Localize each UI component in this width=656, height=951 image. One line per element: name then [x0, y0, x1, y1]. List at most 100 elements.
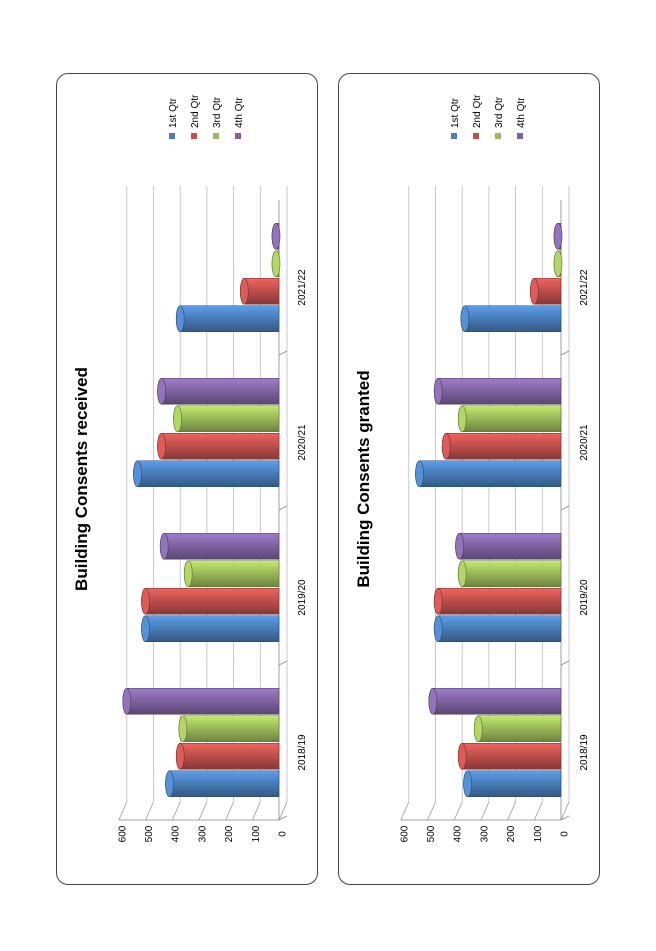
- bar-cap: [175, 305, 185, 333]
- bar-cap: [457, 560, 467, 588]
- grid-floor-line: [453, 801, 463, 821]
- bar-body: [433, 587, 562, 615]
- legend-label: 1st Qtr: [168, 97, 179, 128]
- bar-body: [141, 587, 280, 615]
- legend-label: 4th Qtr: [234, 97, 245, 128]
- bar-body: [457, 405, 562, 433]
- bar-cap: [141, 587, 150, 615]
- grid-floor-line: [225, 801, 234, 821]
- grid-floor-line: [560, 801, 570, 821]
- bar-body: [433, 377, 562, 405]
- grid-floor-line: [400, 801, 410, 821]
- legend-swatch: [235, 133, 241, 139]
- category-tick-label: 2020/21: [297, 424, 308, 461]
- legend-label: 3rd Qtr: [212, 96, 223, 128]
- value-tick-label: 200: [224, 825, 235, 842]
- chart-title: Building Consents received: [72, 367, 91, 591]
- category-tick: [278, 350, 288, 356]
- bar-body: [175, 742, 280, 770]
- category-tick-label: 2019/20: [579, 579, 590, 616]
- grid-floor-line: [145, 801, 154, 821]
- bar-cap: [133, 460, 142, 488]
- grid-floor-line: [480, 801, 490, 821]
- bar-cap: [457, 742, 467, 770]
- category-tick-label: 2018/19: [297, 734, 308, 771]
- category-tick: [560, 350, 570, 356]
- category-tick: [560, 815, 570, 821]
- chart-title: Building Consents granted: [354, 370, 373, 587]
- category-tick: [278, 815, 288, 821]
- value-tick-label: 500: [144, 825, 155, 842]
- category-tick: [560, 660, 570, 666]
- value-tick-label: 400: [171, 825, 182, 842]
- bar-cap: [173, 405, 182, 433]
- value-tick-label: 400: [453, 825, 464, 842]
- value-tick-label: 0: [278, 831, 289, 837]
- bar-body: [441, 432, 562, 460]
- bar-cap: [183, 560, 193, 588]
- legend-swatch: [191, 133, 197, 139]
- grid-floor-line: [427, 801, 436, 821]
- bar-cap: [457, 405, 467, 433]
- value-tick-label: 600: [117, 825, 128, 842]
- bar-body: [457, 560, 562, 588]
- chart-panel-received: Building Consents received 0 100 200 300 400…: [56, 73, 318, 885]
- bar-body: [157, 432, 280, 460]
- bar-cap: [460, 305, 470, 333]
- legend-label: 4th Qtr: [516, 97, 527, 128]
- bar-cap: [433, 615, 443, 643]
- grid-floor-line: [118, 801, 128, 821]
- legend-label: 2nd Qtr: [472, 94, 483, 128]
- bar-body: [122, 687, 280, 715]
- bar-body: [473, 715, 562, 743]
- value-tick-label: 300: [197, 825, 208, 842]
- legend-label: 3rd Qtr: [494, 96, 505, 128]
- bar-body: [133, 460, 280, 488]
- legend-swatch: [213, 133, 219, 139]
- legend-swatch: [517, 133, 523, 139]
- grid-floor-line: [251, 801, 261, 821]
- bar-body: [415, 460, 562, 488]
- bar-cap: [271, 222, 281, 250]
- category-tick-label: 2020/21: [579, 424, 590, 461]
- bar-cap: [165, 770, 174, 798]
- bar-cap: [433, 377, 443, 405]
- bar-body: [175, 305, 280, 333]
- bar-body: [165, 770, 280, 798]
- bar-cap: [553, 250, 563, 278]
- legend-swatch: [473, 133, 479, 139]
- value-tick-label: 100: [251, 825, 262, 842]
- grid-floor-line: [533, 801, 543, 821]
- legend-label: 1st Qtr: [450, 97, 461, 128]
- value-tick-label: 600: [399, 825, 410, 842]
- grid-floor-line: [278, 801, 288, 821]
- category-tick-label: 2021/22: [579, 269, 590, 306]
- bar-cap: [553, 222, 563, 250]
- bar-body: [178, 715, 280, 743]
- bar-cap: [178, 715, 188, 743]
- bar-body: [141, 615, 280, 643]
- bar-cap: [271, 250, 281, 278]
- bar-cap: [530, 277, 539, 305]
- value-tick-label: 300: [479, 825, 490, 842]
- chart-granted: Building Consents granted 01002003004005…: [354, 94, 590, 842]
- category-tick-label: 2021/22: [297, 269, 308, 306]
- bar-body: [460, 305, 562, 333]
- legend-swatch: [169, 133, 175, 139]
- legend-label: 2nd Qtr: [190, 94, 201, 128]
- bar-body: [433, 615, 562, 643]
- bar-cap: [441, 432, 451, 460]
- bar-body: [455, 532, 562, 560]
- grid-floor-line: [507, 801, 516, 821]
- bar-cap: [175, 742, 185, 770]
- category-tick-label: 2019/20: [297, 579, 308, 616]
- bar-cap: [463, 770, 472, 798]
- bar-cap: [433, 587, 443, 615]
- value-tick-label: 500: [426, 825, 437, 842]
- bar-cap: [157, 432, 166, 460]
- category-tick: [278, 505, 288, 511]
- value-tick-label: 0: [560, 831, 571, 837]
- bar-cap: [159, 532, 169, 560]
- chart-received: Building Consents received 0 100 200 300 400…: [72, 94, 308, 842]
